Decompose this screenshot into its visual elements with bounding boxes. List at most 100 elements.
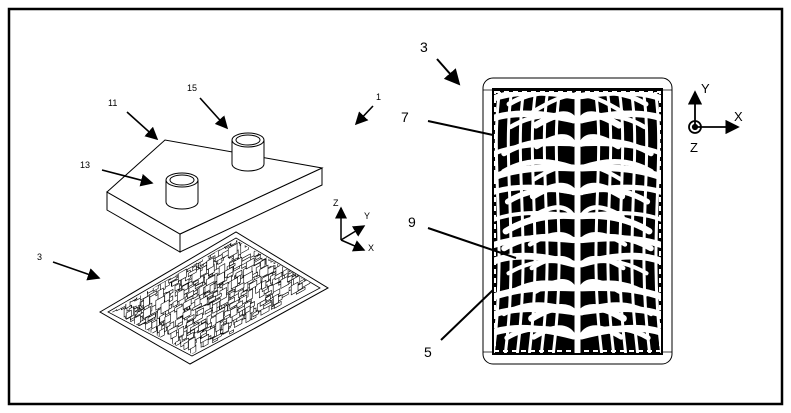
- lattice-cell: [227, 271, 234, 279]
- top-plate: [106, 139, 324, 253]
- lattice-cell: [143, 294, 150, 309]
- lattice-cell: [193, 279, 199, 286]
- lattice-strand: [494, 284, 577, 301]
- lattice-cell: [236, 300, 243, 309]
- lattice-cell: [178, 325, 185, 338]
- lattice-cell: [158, 327, 165, 339]
- lattice-cell: [236, 314, 244, 323]
- lattice-strand: [494, 305, 577, 318]
- axis-label-y: Y: [364, 211, 370, 221]
- lattice-cell: [134, 314, 141, 327]
- lattice-strand: [494, 92, 501, 353]
- lattice-cell: [177, 268, 187, 282]
- lattice-cell: [168, 325, 178, 336]
- lattice-cell: [295, 286, 306, 295]
- lattice-cell: [143, 306, 151, 320]
- lattice-cell: [182, 298, 192, 310]
- lattice-cell: [160, 299, 170, 315]
- lattice-cell: [201, 318, 207, 325]
- lattice-cell: [183, 341, 189, 351]
- lattice-cell: [274, 271, 283, 281]
- lattice-cell: [193, 312, 203, 324]
- lattice-cell: [280, 275, 290, 289]
- lattice-cell: [249, 279, 258, 291]
- axes-right: [687, 90, 740, 135]
- lattice-cell: [227, 242, 238, 259]
- lattice-cell: [290, 281, 299, 296]
- ref-label-11: 11: [108, 98, 117, 108]
- ref-label-9: 9: [408, 214, 416, 230]
- lattice-cell: [198, 321, 207, 333]
- lattice-cell: [214, 253, 223, 263]
- lattice-strand: [494, 92, 577, 102]
- lattice-strand: [494, 235, 577, 249]
- lattice-cell: [246, 257, 255, 270]
- leader-lines-left: [52, 97, 374, 281]
- lattice-strand: [578, 110, 661, 124]
- axis-label-x-right: X: [734, 109, 743, 124]
- lattice-cell: [259, 264, 269, 279]
- axis-label-y-right: Y: [701, 81, 710, 96]
- lattice-cell: [230, 305, 238, 319]
- lattice-cell: [224, 313, 230, 321]
- lattice-cell: [215, 310, 224, 324]
- tray-isometric: [99, 231, 329, 365]
- lattice-cell: [187, 289, 194, 299]
- lattice-strand: [630, 92, 639, 353]
- lattice-cell: [192, 292, 198, 300]
- lattice-cell: [190, 322, 200, 332]
- lattice-cell: [147, 313, 156, 322]
- lattice-cell: [174, 282, 180, 292]
- axis-label-z: Z: [333, 198, 339, 208]
- lattice-cell: [187, 268, 197, 278]
- lattice-cell: [240, 289, 248, 297]
- boss-back: [231, 132, 265, 172]
- axes-left: [335, 206, 366, 252]
- lattice-cell: [272, 293, 279, 306]
- lattice-cell: [260, 258, 266, 270]
- lattice-cell: [252, 310, 259, 318]
- lattice-cell: [259, 298, 267, 307]
- dashed-channel: [494, 91, 661, 352]
- lattice-strand: [494, 110, 577, 124]
- lattice-strand: [494, 184, 577, 195]
- lattice-cell: [177, 288, 185, 303]
- lattice-pattern: [494, 92, 661, 353]
- ref-label-3-right: 3: [420, 39, 428, 55]
- lattice-cell: [182, 308, 192, 320]
- lattice-cell: [175, 339, 181, 347]
- lattice-strand: [494, 211, 576, 222]
- lattice-strand: [516, 92, 525, 353]
- lattice-cell: [159, 312, 166, 324]
- lattice-cell: [229, 329, 234, 335]
- lattice-cell: [209, 282, 215, 294]
- lattice-strand: [594, 92, 603, 353]
- lattice-cell: [216, 271, 225, 286]
- lattice-cell: [177, 321, 183, 328]
- lattice-strand: [642, 92, 651, 353]
- ref-label-15: 15: [187, 83, 197, 93]
- ref-label-1: 1: [376, 92, 381, 102]
- lattice-strand: [606, 92, 615, 353]
- lattice-cell: [229, 290, 235, 299]
- boss-front: [165, 172, 199, 210]
- lattice-cell: [125, 309, 132, 320]
- lattice-cell: [145, 320, 152, 332]
- lattice-cell: [212, 297, 221, 306]
- lattice-strand: [578, 284, 661, 301]
- lattice-cell: [265, 289, 272, 297]
- lattice-strand: [540, 92, 549, 353]
- ref-label-3-left: 3: [37, 252, 42, 262]
- lattice-cell: [150, 325, 157, 335]
- lattice-cell: [227, 296, 235, 306]
- lattice-cell: [186, 313, 195, 322]
- ref-label-13: 13: [80, 160, 90, 170]
- lattice-cell: [200, 333, 210, 344]
- lattice-cell: [206, 257, 214, 271]
- lattice-strand: [578, 235, 661, 249]
- lattice-cell: [164, 313, 171, 325]
- tray-top-view: [482, 77, 673, 365]
- lattice-cell: [245, 310, 251, 324]
- lattice-cell: [192, 302, 202, 312]
